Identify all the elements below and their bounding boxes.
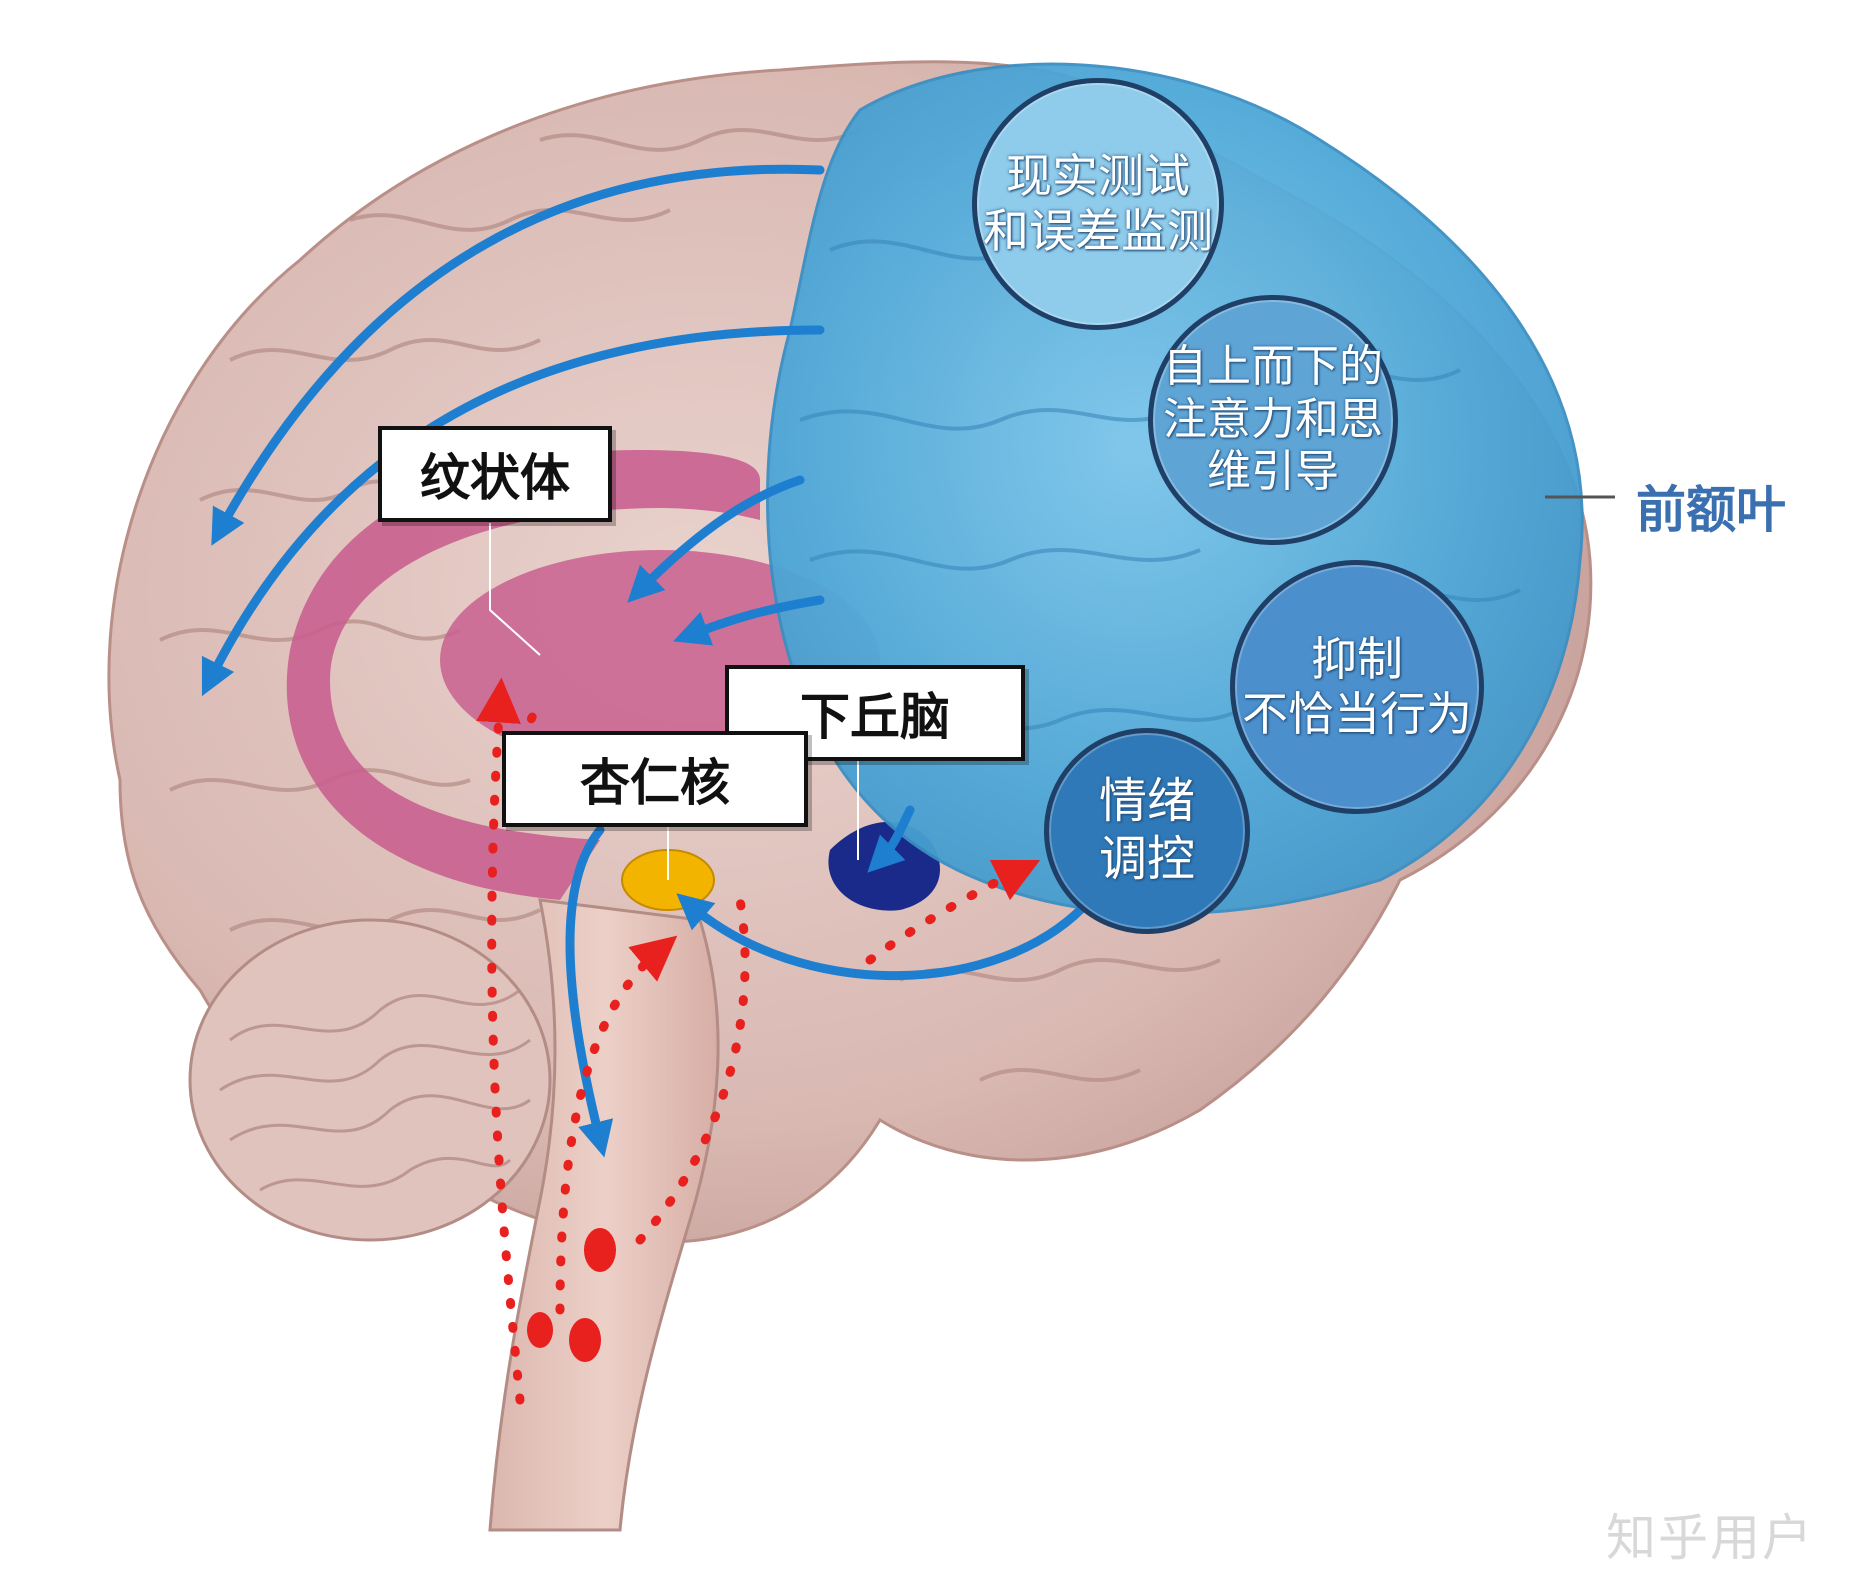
red-nuclei [527,1228,616,1362]
striatum-label: 纹状体 [378,426,612,522]
striatum-arc [286,450,760,900]
function-reality-testing-line-2: 和误差监测 [983,204,1213,258]
leader-lines [489,523,859,880]
function-attention-line-1: 自上而下的 [1163,340,1383,392]
function-attention: 自上而下的 注意力和思 维引导 [1148,295,1398,545]
function-reality-testing: 现实测试 和误差监测 [972,78,1224,330]
function-inhibition-line-2: 不恰当行为 [1242,687,1472,741]
hypothalamus-label-text: 下丘脑 [800,688,950,746]
function-emotion-line-2: 调控 [1098,831,1195,887]
function-attention-line-2: 注意力和思 [1163,393,1383,445]
amygdala-label-text: 杏仁核 [580,754,730,812]
cerebellum [188,918,552,1242]
watermark: 知乎用户 [1606,1509,1814,1567]
striatum-label-text: 纹状体 [420,449,570,507]
function-emotion-line-1: 情绪 [1098,773,1195,830]
function-inhibition-line-1: 抑制 [1311,631,1403,686]
function-emotion: 情绪 调控 [1044,728,1250,934]
function-inhibition: 抑制 不恰当行为 [1230,560,1484,814]
amygdala-label: 杏仁核 [502,731,808,827]
function-attention-line-3: 维引导 [1207,446,1339,498]
pfc-projection-arrows [201,164,1095,1158]
function-reality-testing-line-1: 现实测试 [1006,148,1190,203]
prefrontal-label: 前额叶 [1636,481,1786,539]
